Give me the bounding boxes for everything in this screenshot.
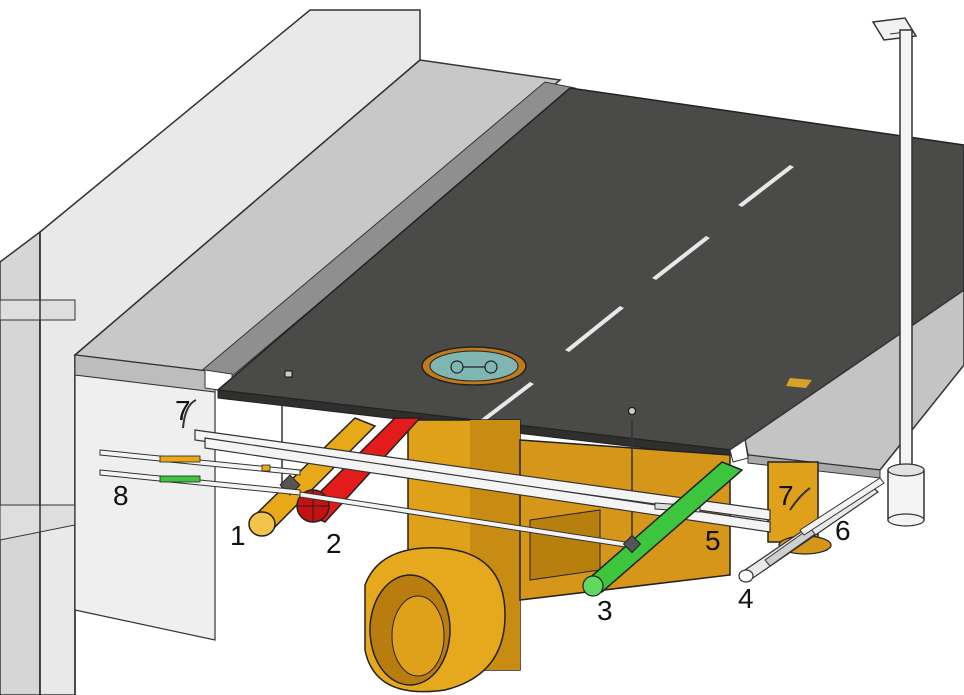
pipe-3-green: [582, 461, 744, 597]
pipe-8-cables: [159, 455, 271, 483]
label-8: 8: [113, 480, 129, 511]
street-light: [871, 17, 925, 527]
label-6: 6: [835, 515, 851, 546]
label-7-left: 7: [175, 395, 191, 426]
label-1: 1: [230, 520, 246, 551]
drain-inlet-right: [628, 407, 636, 415]
label-3: 3: [597, 595, 613, 626]
label-4: 4: [738, 583, 754, 614]
label-7-right: 7: [778, 480, 794, 511]
callout-labels: 1 2 3 4 5 6 7 7 8: [113, 395, 851, 626]
drainage-pipe-large: [364, 419, 731, 693]
label-5: 5: [705, 525, 721, 556]
left-sidewalk: [73, 59, 577, 393]
label-2: 2: [326, 528, 342, 559]
pipe-4-6-conduits: [738, 477, 885, 583]
white-conduits: [99, 399, 771, 549]
drainage-downpipe-right: [767, 461, 832, 555]
manhole-cover: [421, 346, 527, 386]
deck-underside-wall: [74, 354, 216, 641]
drain-inlet-left: [284, 370, 293, 378]
lane-markings: [480, 165, 794, 422]
